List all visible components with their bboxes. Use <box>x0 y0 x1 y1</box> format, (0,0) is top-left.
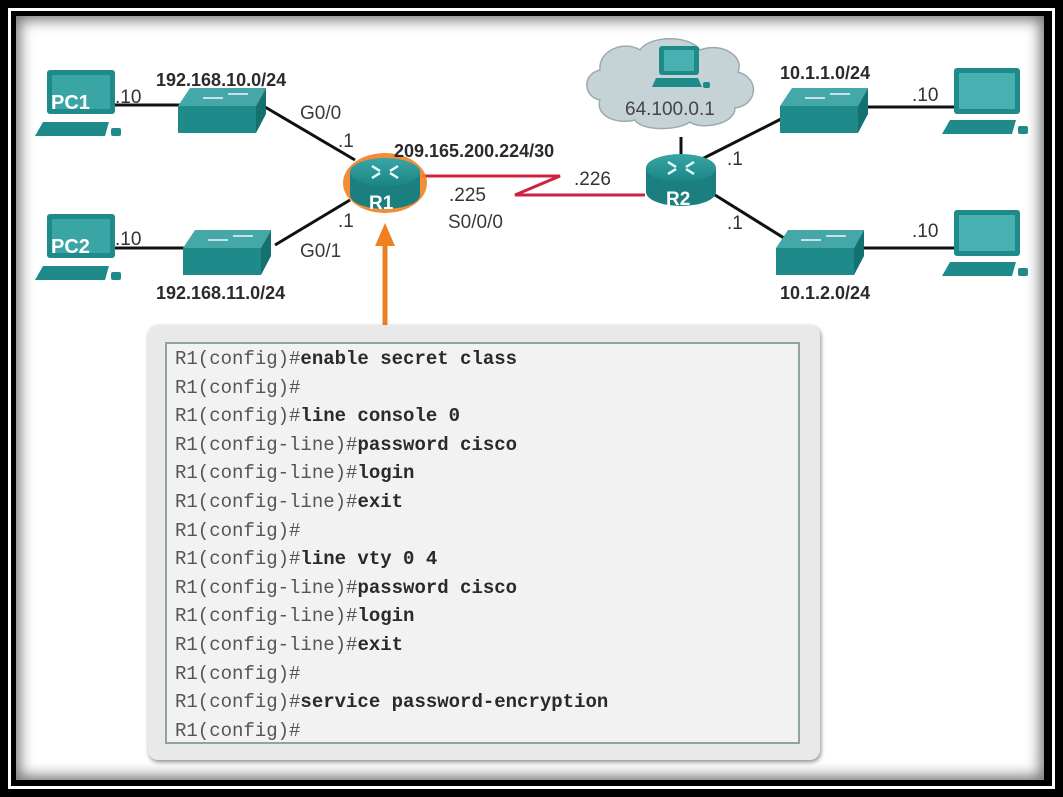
terminal-line: R1(config)#service password-encryption <box>175 693 608 712</box>
terminal-command: password cisco <box>357 433 518 456</box>
lan2-router-host: .1 <box>338 211 354 232</box>
terminal-line: R1(config)#line vty 0 4 <box>175 550 437 569</box>
pc2-label: PC2 <box>51 236 90 258</box>
lan2-router-interface: G0/1 <box>300 241 342 262</box>
terminal-command: enable secret class <box>300 348 518 370</box>
terminal-prompt: R1(config-line)# <box>175 605 358 628</box>
terminal-line: R1(config)# <box>175 662 301 685</box>
terminal-line: R1(config-line)#exit <box>175 493 403 512</box>
pc1-icon[interactable] <box>35 70 121 136</box>
terminal-command: exit <box>357 491 404 513</box>
terminal-prompt: R1(config-line)# <box>175 462 358 485</box>
link-serial-r1-r2 <box>422 174 645 197</box>
terminal-line: R1(config)#enable secret class <box>175 350 517 369</box>
cloud-address: 64.100.0.1 <box>625 99 715 120</box>
terminal-command: line console 0 <box>300 405 461 428</box>
lan1-router-interface: G0/0 <box>300 103 342 124</box>
r1-label: R1 <box>369 193 394 214</box>
lan4-network: 10.1.2.0/24 <box>780 283 871 303</box>
lan3-network: 10.1.1.0/24 <box>780 63 871 83</box>
terminal-line: R1(config-line)#exit <box>175 636 403 655</box>
terminal-command: password cisco <box>357 576 518 599</box>
highlight-arrow <box>375 223 395 326</box>
terminal-prompt: R1(config)# <box>175 405 301 428</box>
pc1-label: PC1 <box>51 92 90 114</box>
pc2-host-address: .10 <box>115 229 142 250</box>
internet-cloud-icon <box>586 38 755 130</box>
terminal-command: login <box>357 462 415 485</box>
wan-r1-interface: S0/0/0 <box>448 212 503 233</box>
pc2-icon[interactable] <box>35 214 121 280</box>
terminal-prompt: R1(config)# <box>175 548 301 571</box>
switch-2-icon <box>183 230 271 275</box>
pc3-host-address: .10 <box>912 85 939 106</box>
lan1-router-host: .1 <box>338 131 354 152</box>
terminal-command: line vty 0 4 <box>300 548 438 571</box>
terminal-command: exit <box>357 634 404 656</box>
lan1-network: 192.168.10.0/24 <box>156 70 287 90</box>
terminal-line: R1(config)#line console 0 <box>175 407 460 426</box>
terminal-line: R1(config)# <box>175 519 301 542</box>
wan-r2-host: .226 <box>574 169 611 190</box>
terminal-prompt: R1(config-line)# <box>175 491 358 513</box>
terminal-line: R1(config-line)#login <box>175 607 414 626</box>
terminal-prompt: R1(config)# <box>175 719 301 742</box>
terminal-prompt: R1(config)# <box>175 691 301 714</box>
terminal-line: R1(config-line)#password cisco <box>175 576 518 599</box>
terminal-prompt: R1(config)# <box>175 519 301 542</box>
terminal-prompt: R1(config-line)# <box>175 433 358 456</box>
wan-r1-host: .225 <box>449 185 486 206</box>
router-r1-icon[interactable] <box>343 153 427 213</box>
terminal-prompt: R1(config-line)# <box>175 634 358 656</box>
lan2-network: 192.168.11.0/24 <box>156 283 286 303</box>
router-r2-icon[interactable] <box>646 154 716 206</box>
terminal-line: R1(config-line)#password cisco <box>175 433 518 456</box>
topology-svg <box>35 38 1028 326</box>
pc4-host-address: .10 <box>912 221 939 242</box>
terminal-line: R1(config-line)#login <box>175 464 414 483</box>
link-r2-sw3 <box>699 115 786 162</box>
terminal-line: R1(config)# <box>175 719 301 742</box>
terminal-prompt: R1(config)# <box>175 348 301 370</box>
lan4-router-host: .1 <box>727 213 743 234</box>
link-sw1-r1 <box>264 105 356 162</box>
lan3-router-host: .1 <box>727 149 743 170</box>
terminal-line: R1(config)# <box>175 376 301 399</box>
links <box>110 103 955 250</box>
terminal-command: login <box>357 605 415 628</box>
terminal-prompt: R1(config)# <box>175 376 301 399</box>
pc3-icon[interactable] <box>942 68 1028 134</box>
terminal-command: service password-encryption <box>300 691 609 714</box>
pc1-host-address: .10 <box>115 87 142 108</box>
link-sw2-r1 <box>274 198 351 247</box>
terminal-prompt: R1(config)# <box>175 662 301 685</box>
switch-3-icon <box>780 88 868 133</box>
terminal-prompt: R1(config-line)# <box>175 576 358 599</box>
wan-network: 209.165.200.224/30 <box>394 141 555 161</box>
pc4-icon[interactable] <box>942 210 1028 276</box>
switch-4-icon <box>776 230 864 275</box>
switch-1-icon <box>178 88 266 133</box>
r2-label: R2 <box>666 189 691 210</box>
